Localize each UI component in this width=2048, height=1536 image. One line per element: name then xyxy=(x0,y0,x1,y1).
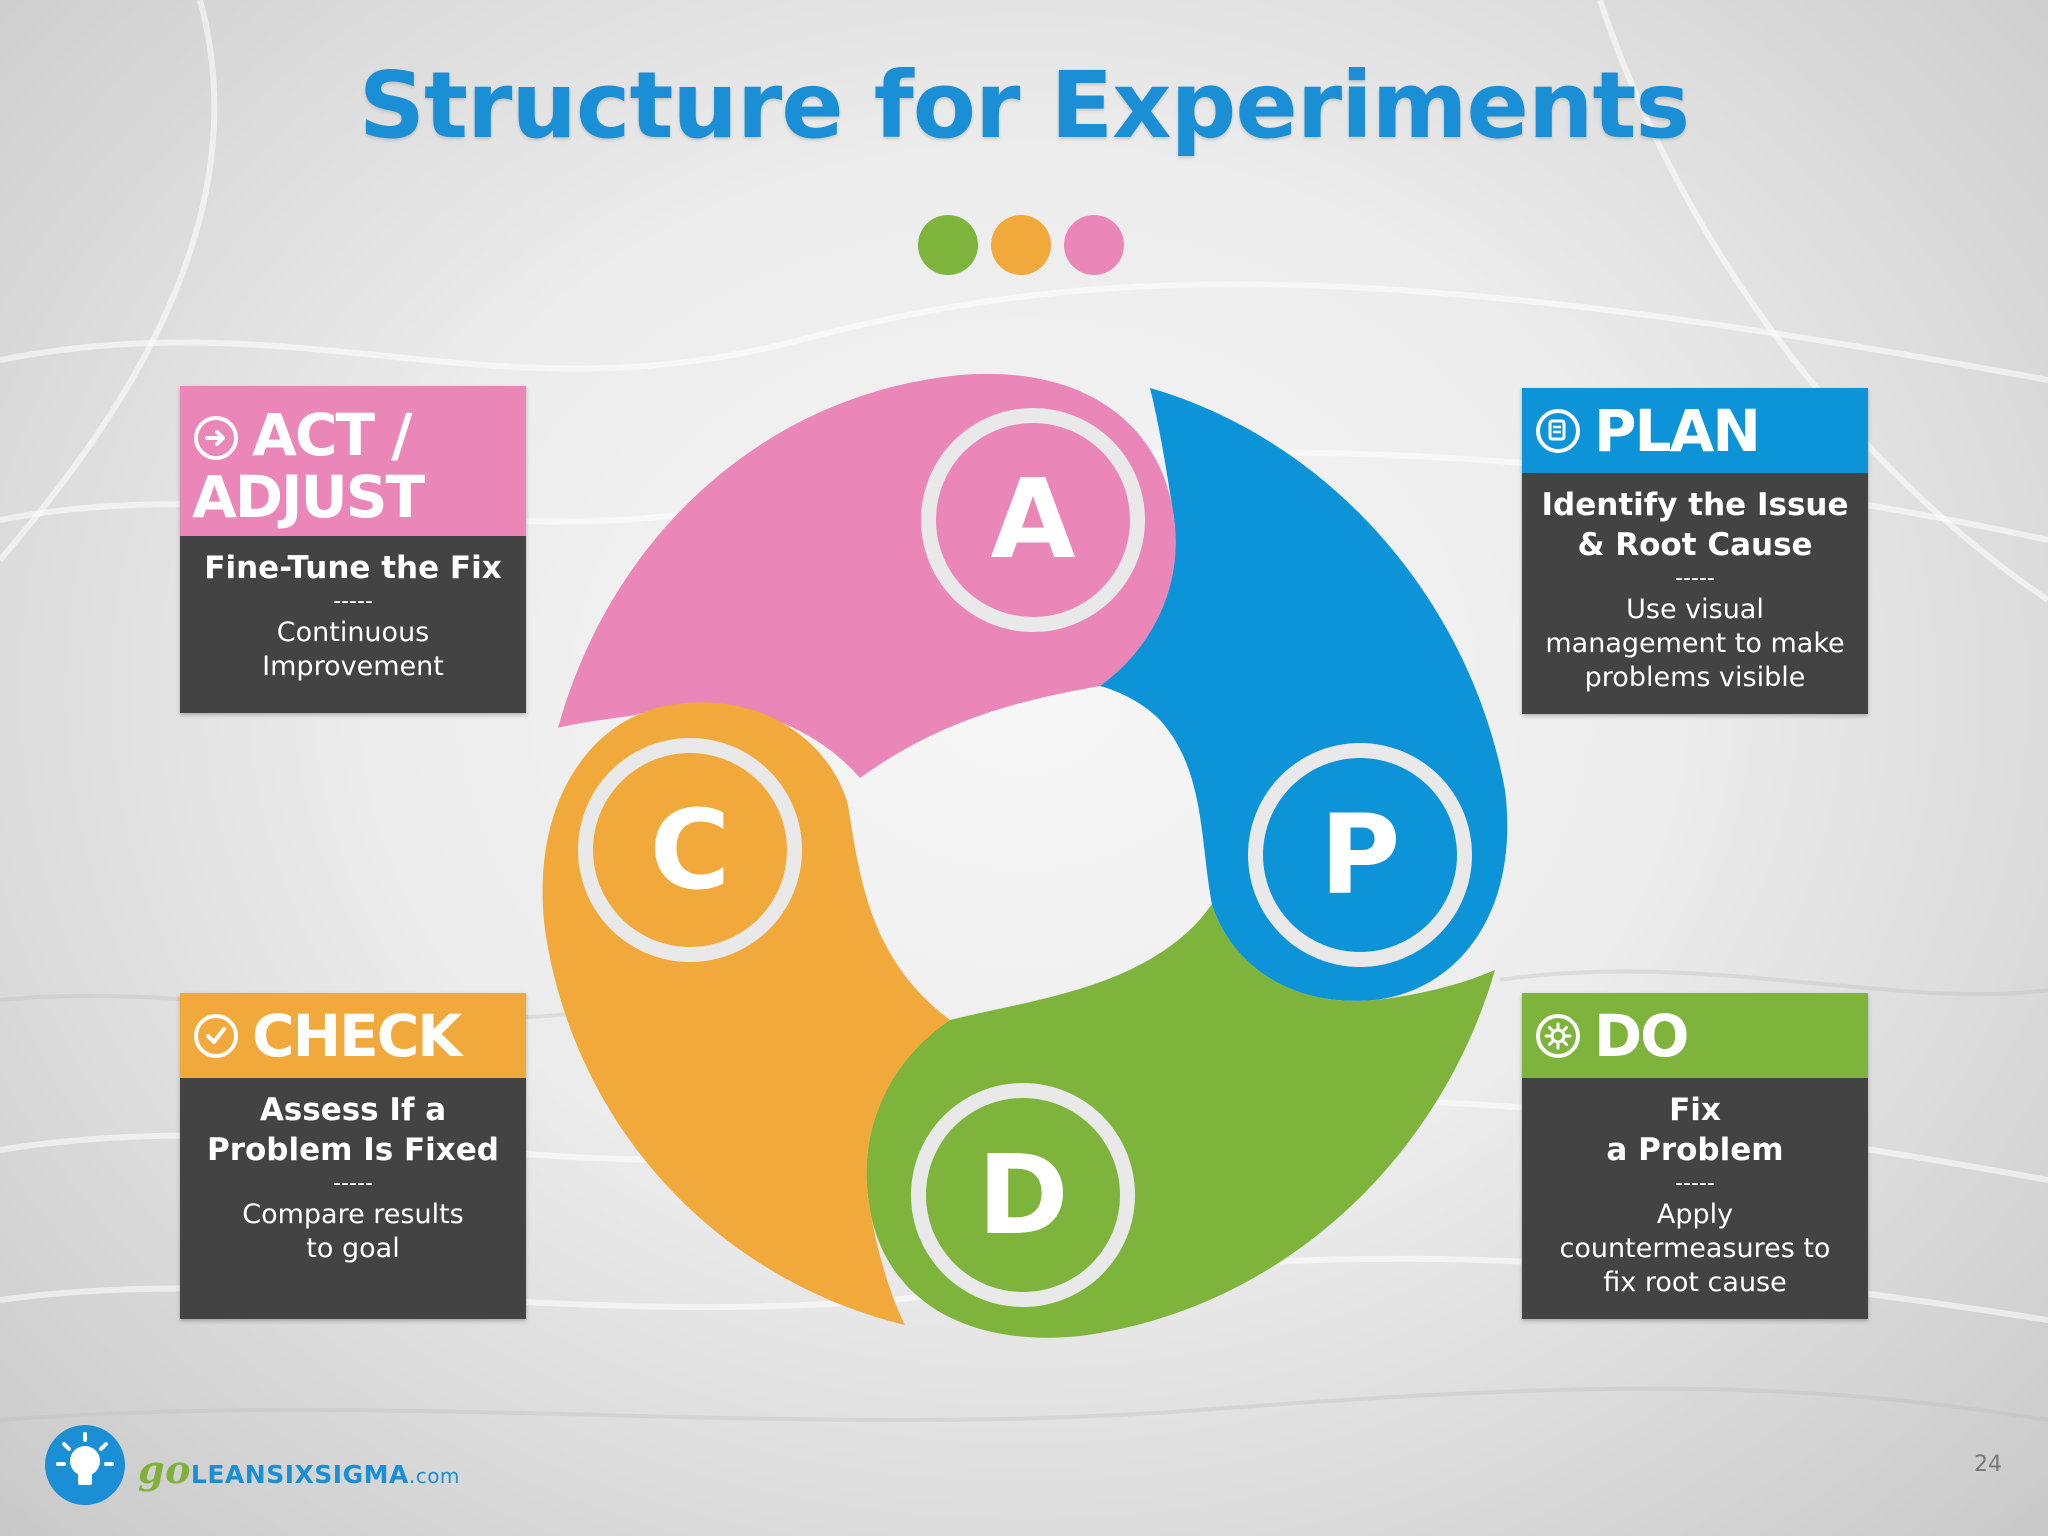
card-act-body: Fine-Tune the Fix ----- Continuous Impro… xyxy=(180,536,526,694)
card-check-header: CHECK xyxy=(180,993,526,1078)
card-do-sub: Apply countermeasures to fix root cause xyxy=(1559,1199,1831,1298)
dot-orange xyxy=(991,215,1051,275)
card-do: DO Fix a Problem ----- Apply countermeas… xyxy=(1522,993,1868,1319)
card-act-title-line2: ADJUST xyxy=(192,463,425,531)
circle-d: D xyxy=(911,1083,1135,1307)
card-act-main: Fine-Tune the Fix xyxy=(204,550,502,586)
card-plan-main: Identify the Issue & Root Cause xyxy=(1541,487,1849,563)
page-title: Structure for Experiments xyxy=(358,52,1690,159)
dot-pink xyxy=(1064,215,1124,275)
lightbulb-icon xyxy=(45,1425,125,1505)
letter-a: A xyxy=(990,455,1075,583)
letter-c: C xyxy=(650,786,731,914)
circle-p: P xyxy=(1248,743,1472,967)
card-check-body: Assess If a Problem Is Fixed ----- Compa… xyxy=(180,1078,526,1276)
card-plan-separator: ----- xyxy=(1675,566,1715,591)
brand-go: go xyxy=(138,1447,191,1492)
page-number: 24 xyxy=(1974,1452,2002,1477)
card-plan-header: PLAN xyxy=(1522,388,1868,473)
arrow-circle-icon xyxy=(194,416,238,460)
card-check-sub: Compare results to goal xyxy=(242,1199,464,1264)
card-do-header: DO xyxy=(1522,993,1868,1078)
decor-dots xyxy=(918,215,1124,275)
checkmark-icon xyxy=(194,1013,238,1058)
brand-wordmark: goLEANSIXSIGMA.com xyxy=(138,1447,460,1492)
card-plan-sub: Use visual management to make problems v… xyxy=(1545,594,1845,693)
dot-green xyxy=(918,215,978,275)
card-act-separator: ----- xyxy=(333,589,373,614)
card-act-adjust: ACT / ADJUST Fine-Tune the Fix ----- Con… xyxy=(180,386,526,713)
brand-name: LEANSIXSIGMA xyxy=(190,1460,409,1489)
letter-p: P xyxy=(1320,791,1401,919)
card-do-body: Fix a Problem ----- Apply countermeasure… xyxy=(1522,1078,1868,1310)
card-check-title: CHECK xyxy=(252,1001,462,1070)
card-plan: PLAN Identify the Issue & Root Cause ---… xyxy=(1522,388,1868,714)
card-plan-title: PLAN xyxy=(1594,396,1761,465)
letter-d: D xyxy=(977,1131,1068,1259)
card-act-sub: Continuous Improvement xyxy=(262,617,444,682)
gear-icon xyxy=(1536,1013,1580,1058)
card-do-title: DO xyxy=(1594,1001,1689,1070)
card-do-main: Fix a Problem xyxy=(1606,1092,1784,1168)
card-act-header: ACT / ADJUST xyxy=(180,386,526,536)
card-check-separator: ----- xyxy=(333,1171,373,1196)
document-icon xyxy=(1536,408,1580,453)
card-plan-body: Identify the Issue & Root Cause ----- Us… xyxy=(1522,473,1868,705)
card-do-separator: ----- xyxy=(1675,1171,1715,1196)
card-act-title-line1: ACT / xyxy=(252,401,412,469)
card-check-main: Assess If a Problem Is Fixed xyxy=(206,1092,500,1168)
circle-c: C xyxy=(578,738,802,962)
circle-a: A xyxy=(921,408,1145,632)
brand-com: .com xyxy=(408,1464,460,1488)
card-check: CHECK Assess If a Problem Is Fixed -----… xyxy=(180,993,526,1319)
